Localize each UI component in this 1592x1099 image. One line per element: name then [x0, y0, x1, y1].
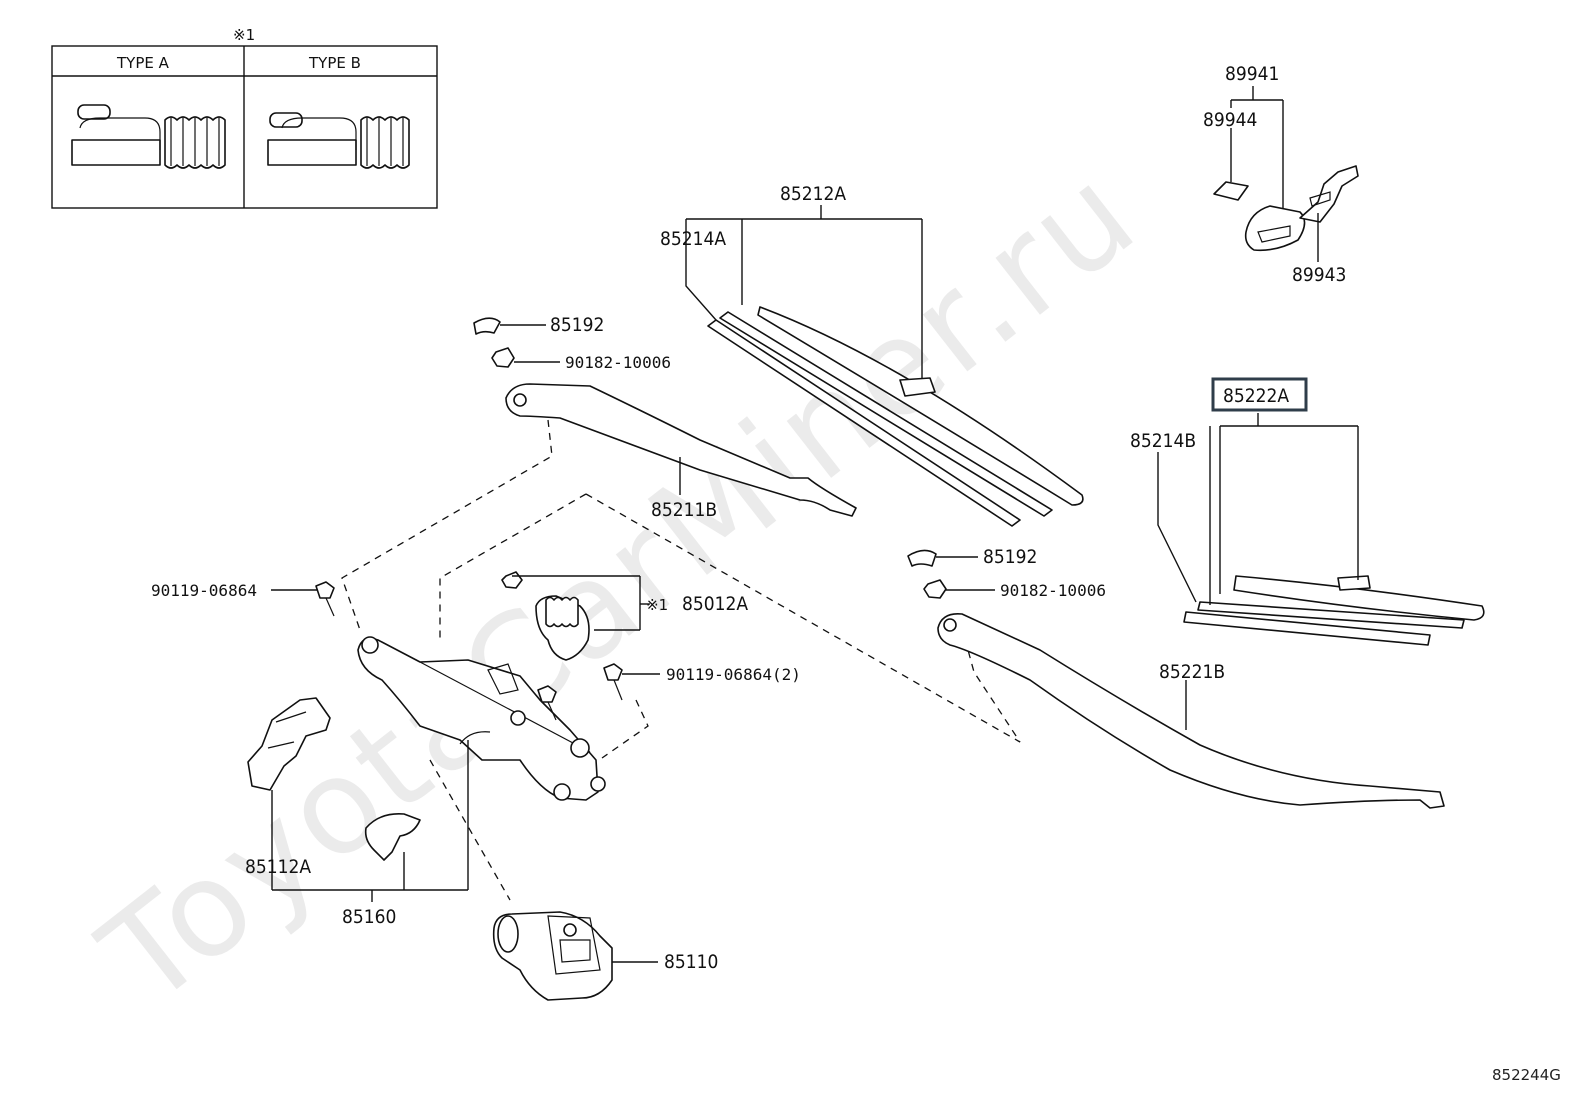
label-85222A[interactable]: 85222A [1223, 385, 1289, 407]
blade-85222A[interactable] [1183, 575, 1485, 646]
label-85012A[interactable]: 85012A [682, 593, 748, 615]
label-89943[interactable]: 89943 [1292, 264, 1346, 286]
label-85160[interactable]: 85160 [342, 906, 396, 928]
cap-89941[interactable] [1244, 205, 1306, 252]
bolt-90119-c[interactable] [537, 685, 557, 721]
label-85221B[interactable]: 85221B [1159, 661, 1225, 683]
label-85012A-mark: ※1 [646, 596, 668, 614]
inset-type-b-label: TYPE B [308, 54, 361, 72]
highlight-85222A [1211, 377, 1308, 412]
type-b-drawing [267, 112, 410, 169]
inset-mark: ※1 [233, 26, 255, 44]
label-85214A[interactable]: 85214A [660, 228, 726, 250]
arm-85221B[interactable] [937, 612, 1445, 809]
motor-85110[interactable] [492, 911, 613, 1001]
pad-89944[interactable] [1213, 181, 1249, 201]
diagram-code: 852244G [1492, 1066, 1561, 1084]
label-89941[interactable]: 89941 [1225, 63, 1279, 85]
cap-85192-mid[interactable] [907, 549, 937, 567]
label-90182-mid[interactable]: 90182-10006 [1000, 581, 1106, 600]
seal-85160[interactable] [364, 812, 421, 861]
inset-type-a-label: TYPE A [116, 54, 170, 72]
label-90119-b[interactable]: 90119-06864(2) [666, 665, 801, 684]
label-85192-mid[interactable]: 85192 [983, 546, 1037, 568]
label-85212A[interactable]: 85212A [780, 183, 846, 205]
cap-85192-top[interactable] [473, 317, 501, 335]
label-90182-top[interactable]: 90182-10006 [565, 353, 671, 372]
label-85192-top[interactable]: 85192 [550, 314, 604, 336]
blade-85212A[interactable] [707, 306, 1084, 527]
label-85110[interactable]: 85110 [664, 951, 718, 973]
label-85112A[interactable]: 85112A [245, 856, 311, 878]
arm-85211B[interactable] [505, 383, 857, 517]
label-85211B[interactable]: 85211B [651, 499, 717, 521]
link-assy-85012A[interactable] [357, 636, 606, 801]
label-89944[interactable]: 89944 [1203, 109, 1257, 131]
adapter-89943[interactable] [1299, 165, 1359, 223]
type-a-drawing [71, 104, 226, 169]
label-90119-a[interactable]: 90119-06864 [151, 581, 257, 600]
nut-90182-top[interactable] [491, 347, 515, 368]
cover-85112A[interactable] [247, 697, 331, 791]
type-inset: ※1 TYPE A TYPE B [51, 26, 438, 209]
nut-90182-mid[interactable] [923, 579, 947, 599]
label-85214B[interactable]: 85214B [1130, 430, 1196, 452]
bolt-90119-a[interactable] [315, 581, 335, 617]
bolt-90119-b[interactable] [603, 663, 623, 701]
